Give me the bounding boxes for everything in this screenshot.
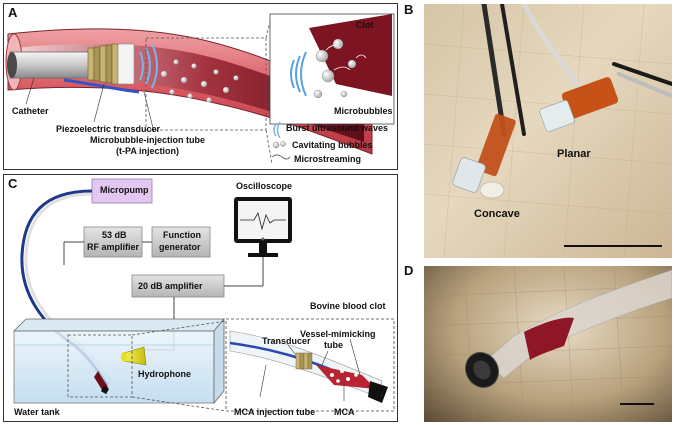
- label-rf-line1: 53 dB: [102, 230, 127, 240]
- label-piezo: Piezoelectric transducer: [56, 124, 161, 134]
- panel-d-letter: D: [404, 263, 414, 278]
- panel-d-photo: [424, 266, 672, 422]
- legend-cavitating: Cavitating bubbles: [292, 140, 373, 150]
- inset-zoom: [269, 13, 395, 125]
- legend-cavitating-icon: [272, 141, 286, 149]
- label-tube-line1: Microbubble-injection tube: [90, 135, 205, 145]
- catheter-opening: [7, 52, 17, 78]
- panel-a-letter: A: [8, 5, 18, 20]
- microbubbles-a: [161, 59, 239, 103]
- panel-c: C: [3, 174, 398, 422]
- label-mca-tube: MCA injection tube: [234, 407, 316, 417]
- legend-burst-icon: [273, 121, 281, 139]
- micropump-box: [91, 178, 153, 204]
- label-mca: MCA: [334, 407, 355, 417]
- piezo-stack: [87, 43, 135, 85]
- label-planar: Planar: [557, 148, 591, 160]
- label-bovine: Bovine blood clot: [310, 301, 386, 311]
- label-fg-line1: Function: [163, 230, 201, 240]
- label-micropump: Micropump: [100, 185, 149, 195]
- injection-tube: [63, 78, 140, 94]
- inset-c: [225, 318, 395, 412]
- zoom-region: [145, 37, 267, 131]
- panel-b-letter: B: [404, 2, 414, 17]
- label-fg-line2: generator: [159, 242, 201, 252]
- concave-device: [452, 113, 516, 199]
- label-clot: Clot: [356, 20, 374, 30]
- label-amp20: 20 dB amplifier: [138, 281, 203, 291]
- label-water-tank: Water tank: [14, 407, 60, 417]
- panel-c-letter: C: [8, 176, 18, 191]
- legend-microstreaming: Microstreaming: [294, 154, 362, 164]
- label-transducer: Transducer: [262, 336, 311, 346]
- planar-device: [539, 77, 619, 132]
- clot-cap: [368, 381, 388, 403]
- water-tank: [13, 317, 225, 405]
- legend-microstreaming-icon: [271, 154, 291, 160]
- label-concave: Concave: [474, 208, 520, 220]
- panel-a-illustration: [5, 13, 395, 165]
- burst-waves-a: [139, 43, 158, 89]
- clot-inset: [309, 14, 392, 96]
- clot-d: [524, 317, 574, 360]
- label-rf-line2: RF amplifier: [87, 242, 140, 252]
- hydrophone-icon: [121, 346, 147, 366]
- oscilloscope: [234, 197, 292, 257]
- tube-d: [483, 269, 672, 379]
- catheter-body: [9, 51, 93, 79]
- panel-c-illustration: [13, 178, 395, 412]
- label-catheter: Catheter: [12, 106, 49, 116]
- label-hydrophone: Hydrophone: [138, 369, 191, 379]
- label-vessel-line1: Vessel-mimicking: [300, 329, 376, 339]
- legend-burst: Burst ultrasound waves: [286, 123, 389, 133]
- label-tube-line2: (t-PA injection): [116, 146, 179, 156]
- panel-a: A: [3, 3, 398, 170]
- transducer-inset: [295, 352, 313, 370]
- panel-b-photo: Planar Concave: [424, 4, 672, 258]
- label-vessel-line2: tube: [324, 340, 343, 350]
- label-oscilloscope: Oscilloscope: [236, 181, 293, 191]
- rf-amplifier-box: [83, 226, 143, 258]
- label-microbubbles: Microbubbles: [334, 106, 393, 116]
